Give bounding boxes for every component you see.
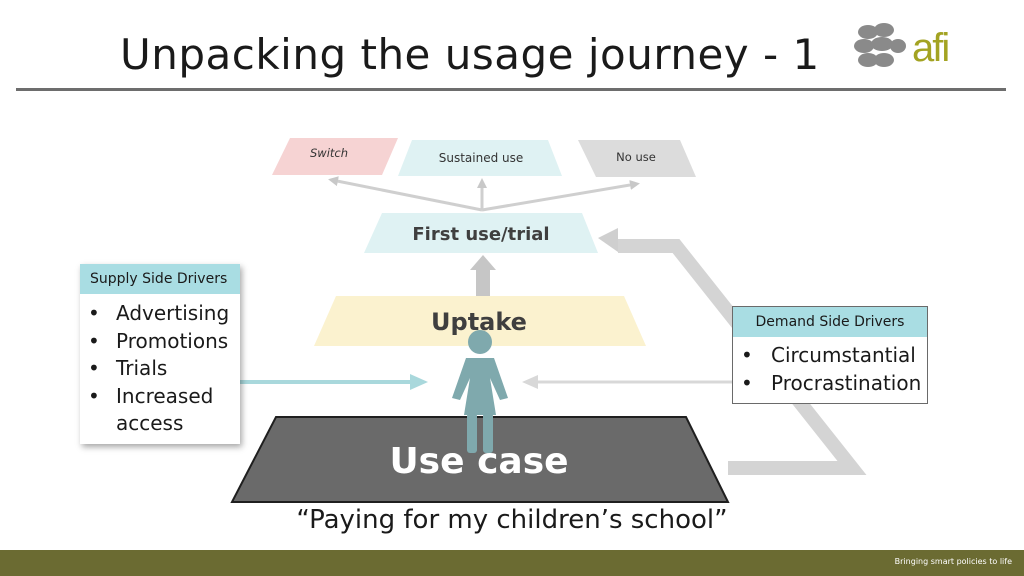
- supply-item: Trials: [80, 355, 240, 383]
- supply-item: Increased access: [80, 383, 240, 438]
- arrow-to-no-use: [481, 180, 640, 212]
- use-case-label: Use case: [389, 441, 568, 482]
- no-use-label: No use: [616, 150, 656, 164]
- supply-side-heading: Supply Side Drivers: [80, 264, 240, 294]
- uptake-label: Uptake: [431, 308, 527, 336]
- first-use-shape: [364, 213, 598, 253]
- person-icon: [452, 330, 508, 453]
- sustained-use-shape: [398, 140, 562, 176]
- switch-shape: [272, 138, 398, 175]
- supply-arrowhead: [410, 374, 428, 390]
- slide-title: Unpacking the usage journey - 1: [120, 30, 820, 79]
- supply-side-list: Advertising Promotions Trials Increased …: [80, 294, 240, 438]
- arrow-to-switch: [328, 176, 483, 212]
- footer-tagline: Bringing smart policies to life: [894, 557, 1012, 566]
- sustained-use-label: Sustained use: [439, 151, 524, 165]
- feedback-arrowhead: [598, 228, 618, 252]
- demand-side-drivers-box: Demand Side Drivers Circumstantial Procr…: [732, 306, 928, 404]
- uptake-shape: [314, 296, 646, 346]
- demand-arrowhead: [522, 375, 538, 389]
- usage-journey-diagram: Switch Sustained use No use First use/tr…: [230, 138, 867, 503]
- demand-item: Circumstantial: [733, 341, 927, 369]
- use-case-caption: “Paying for my children’s school”: [296, 505, 728, 535]
- uptake-to-first-arrowhead: [470, 255, 496, 270]
- switch-label: Switch: [310, 146, 348, 160]
- logo-wordmark: afi: [912, 26, 950, 70]
- first-use-label: First use/trial: [412, 224, 549, 245]
- title-divider: [16, 88, 1006, 91]
- supply-item: Advertising: [80, 300, 240, 328]
- afi-logo: [854, 23, 906, 67]
- supply-side-drivers-box: Supply Side Drivers Advertising Promotio…: [80, 264, 240, 444]
- uptake-to-first-arrow-shaft: [476, 268, 490, 296]
- demand-item: Procrastination: [733, 369, 927, 397]
- footer-bar: Bringing smart policies to life: [0, 550, 1024, 576]
- demand-side-list: Circumstantial Procrastination: [733, 337, 927, 397]
- use-case-shape: [230, 416, 730, 503]
- no-use-shape: [578, 140, 696, 177]
- supply-item: Promotions: [80, 328, 240, 356]
- demand-side-heading: Demand Side Drivers: [733, 307, 927, 337]
